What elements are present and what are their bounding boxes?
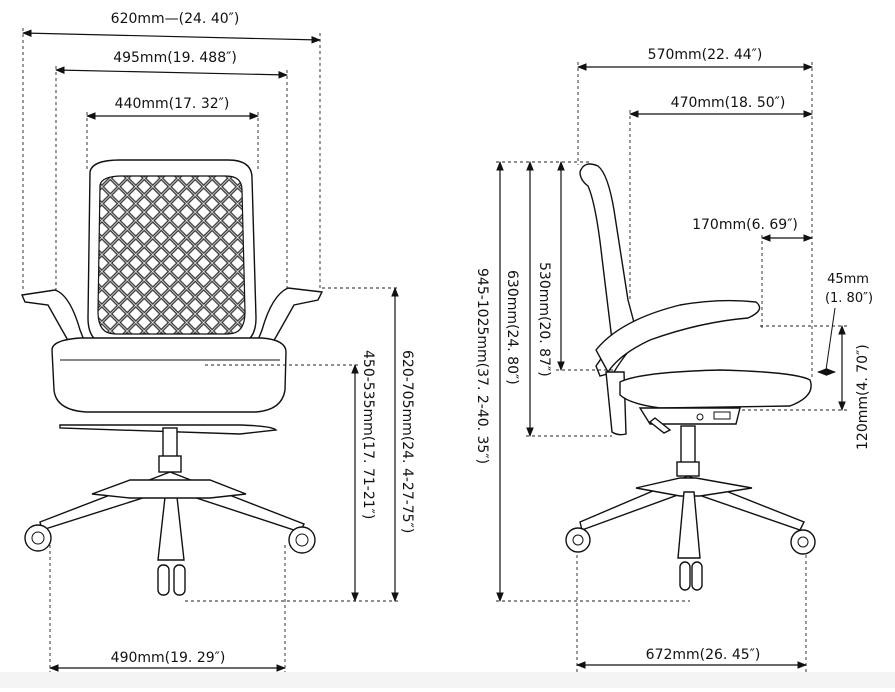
total-height-label: 945-1025mm(37. 2-40. 35″)	[474, 268, 490, 464]
arm-height-label: 620-705mm(24. 4-27-75″)	[399, 350, 415, 533]
base-depth-label: 672mm(26. 45″)	[646, 647, 761, 663]
side-caster-right	[790, 529, 816, 555]
bottom-strip	[0, 672, 895, 688]
arm-offset-value-label: 45mm	[827, 272, 869, 287]
arm-pad-length-label: 170mm(6. 69″)	[692, 217, 798, 233]
side-armrest	[595, 299, 761, 374]
seat-height-label: 450-535mm(17. 71-21″)	[360, 350, 376, 519]
back-height-high-label: 530mm(20. 87″)	[536, 262, 552, 377]
side-view: 570mm(22. 44″) 470mm(18. 50″) 170mm(6. 6…	[474, 47, 873, 672]
back-height-low-label: 630mm(24. 80″)	[504, 270, 520, 385]
armrest-width-label: 495mm(19. 488″)	[113, 50, 237, 66]
front-view: 620mm—(24. 40″) 495mm(19. 488″) 440mm(17…	[20, 11, 415, 672]
front-caster-center-a	[157, 564, 170, 596]
side-seat	[619, 369, 812, 409]
overall-width-line	[22, 29, 321, 44]
front-caster-left	[24, 524, 52, 552]
armrest-width-line	[55, 66, 288, 79]
front-backrest-mesh	[97, 175, 246, 335]
arm-rise-label: 120mm(4. 70″)	[855, 344, 871, 450]
backrest-width-label: 440mm(17. 32″)	[115, 96, 230, 112]
base-width-label: 490mm(19. 29″)	[111, 650, 226, 666]
arm-offset-leader	[825, 307, 836, 371]
arm-depth-label: 470mm(18. 50″)	[671, 95, 786, 111]
front-caster-center-b	[173, 564, 186, 596]
arm-offset-inch-label: (1. 80″)	[825, 291, 873, 306]
overall-width-label: 620mm—(24. 40″)	[111, 11, 240, 27]
side-caster-left	[565, 527, 591, 553]
overall-depth-label: 570mm(22. 44″)	[648, 47, 763, 63]
front-caster-right	[288, 526, 316, 554]
front-seat-cushion	[51, 337, 287, 413]
